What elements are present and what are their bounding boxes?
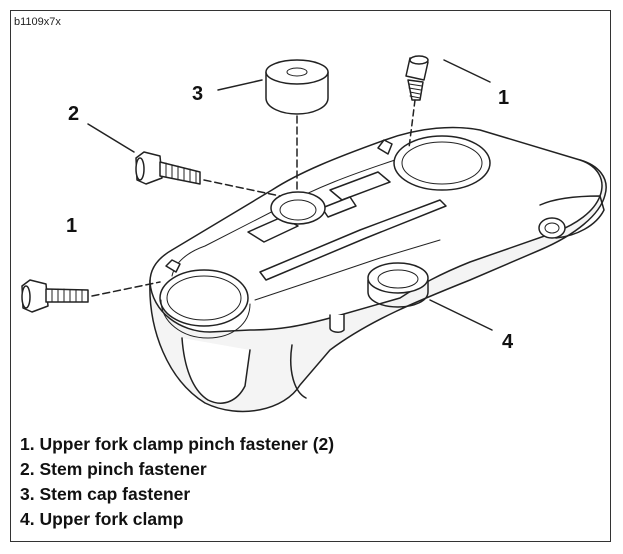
stem-pinch-fastener <box>135 151 281 197</box>
legend-item-1: 1. Upper fork clamp pinch fastener (2) <box>20 434 335 454</box>
callout-4: 4 <box>502 331 514 353</box>
leader-line-3 <box>217 79 263 91</box>
pinch-fastener-upper <box>405 55 429 149</box>
leader-line-1-top <box>443 59 491 83</box>
legend-item-2: 2. Stem pinch fastener <box>20 459 207 479</box>
pinch-fastener-lower <box>21 279 161 313</box>
callout-1-left: 1 <box>66 215 77 237</box>
callout-1-top: 1 <box>498 87 509 109</box>
legend: 1. Upper fork clamp pinch fastener (2) 2… <box>20 432 334 532</box>
upper-fork-clamp <box>149 126 607 413</box>
stem-cap-fastener <box>265 59 329 193</box>
callout-3: 3 <box>192 83 203 105</box>
leader-line-4 <box>429 299 493 331</box>
legend-item-3: 3. Stem cap fastener <box>20 484 191 504</box>
figure-id: b1109x7x <box>14 16 61 28</box>
leader-line-2 <box>87 123 135 153</box>
legend-item-4: 4. Upper fork clamp <box>20 509 184 529</box>
callout-2: 2 <box>68 103 79 125</box>
